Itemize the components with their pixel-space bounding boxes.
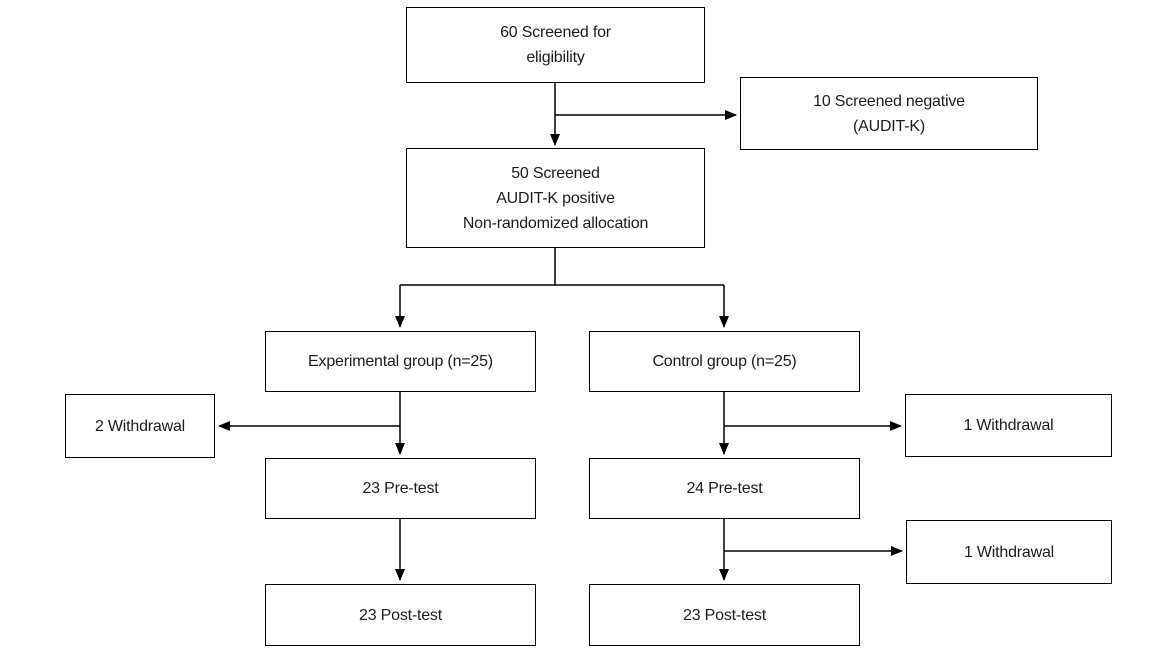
node-experimental-group-label: Experimental group (n=25) bbox=[308, 353, 493, 370]
node-withdrawal-experimental-label: 2 Withdrawal bbox=[94, 417, 186, 435]
node-withdrawal-experimental: 2 Withdrawal bbox=[65, 394, 215, 458]
node-pretest-control-label: 24 Pre-test bbox=[686, 480, 763, 497]
node-screened-negative: 10 Screened negative (AUDIT-K) bbox=[740, 77, 1038, 150]
node-pretest-experimental: 23 Pre-test bbox=[265, 458, 536, 519]
node-control-group: Control group (n=25) bbox=[589, 331, 860, 392]
node-withdrawal-control-1: 1 Withdrawal bbox=[905, 394, 1112, 457]
node-experimental-group: Experimental group (n=25) bbox=[265, 331, 536, 392]
node-posttest-control-label: 23 Post-test bbox=[683, 606, 766, 624]
node-withdrawal-control-2-label: 1 Withdrawal bbox=[963, 543, 1055, 561]
node-pretest-control: 24 Pre-test bbox=[589, 458, 860, 519]
node-screened-eligibility: 60 Screened for eligibility bbox=[406, 7, 705, 83]
node-audit-positive: 50 Screened AUDIT-K positive Non-randomi… bbox=[406, 148, 705, 248]
node-posttest-experimental: 23 Post-test bbox=[265, 584, 536, 646]
node-screened-eligibility-label: 60 Screened for eligibility bbox=[500, 24, 611, 66]
node-control-group-label: Control group (n=25) bbox=[652, 353, 797, 370]
node-posttest-experimental-label: 23 Post-test bbox=[359, 606, 442, 624]
node-pretest-experimental-label: 23 Pre-test bbox=[362, 480, 439, 497]
node-posttest-control: 23 Post-test bbox=[589, 584, 860, 646]
node-withdrawal-control-2: 1 Withdrawal bbox=[906, 520, 1112, 584]
node-screened-negative-label: 10 Screened negative (AUDIT-K) bbox=[813, 92, 965, 135]
node-audit-positive-label: 50 Screened AUDIT-K positive Non-randomi… bbox=[462, 164, 649, 232]
node-withdrawal-control-1-label: 1 Withdrawal bbox=[963, 417, 1054, 434]
